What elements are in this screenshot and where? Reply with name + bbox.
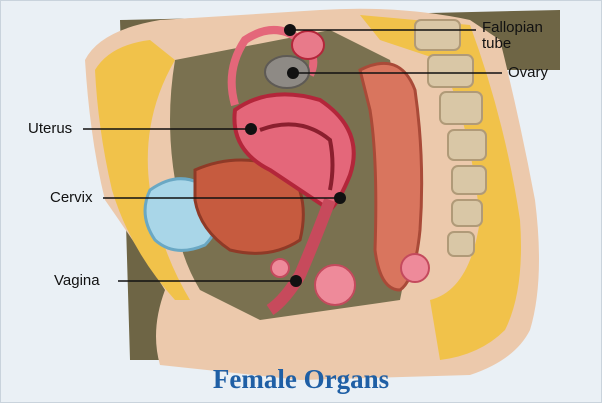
fimbria: [292, 31, 324, 59]
label-vagina: Vagina: [54, 273, 100, 288]
label-fallopian-line2: tube: [482, 36, 511, 51]
ovary-shape: [265, 56, 309, 88]
label-fallopian-line1: Fallopian: [482, 20, 543, 35]
label-cervix: Cervix: [50, 190, 93, 205]
diagram-title: Female Organs: [0, 364, 602, 395]
label-ovary: Ovary: [508, 65, 548, 80]
label-uterus: Uterus: [28, 121, 72, 136]
